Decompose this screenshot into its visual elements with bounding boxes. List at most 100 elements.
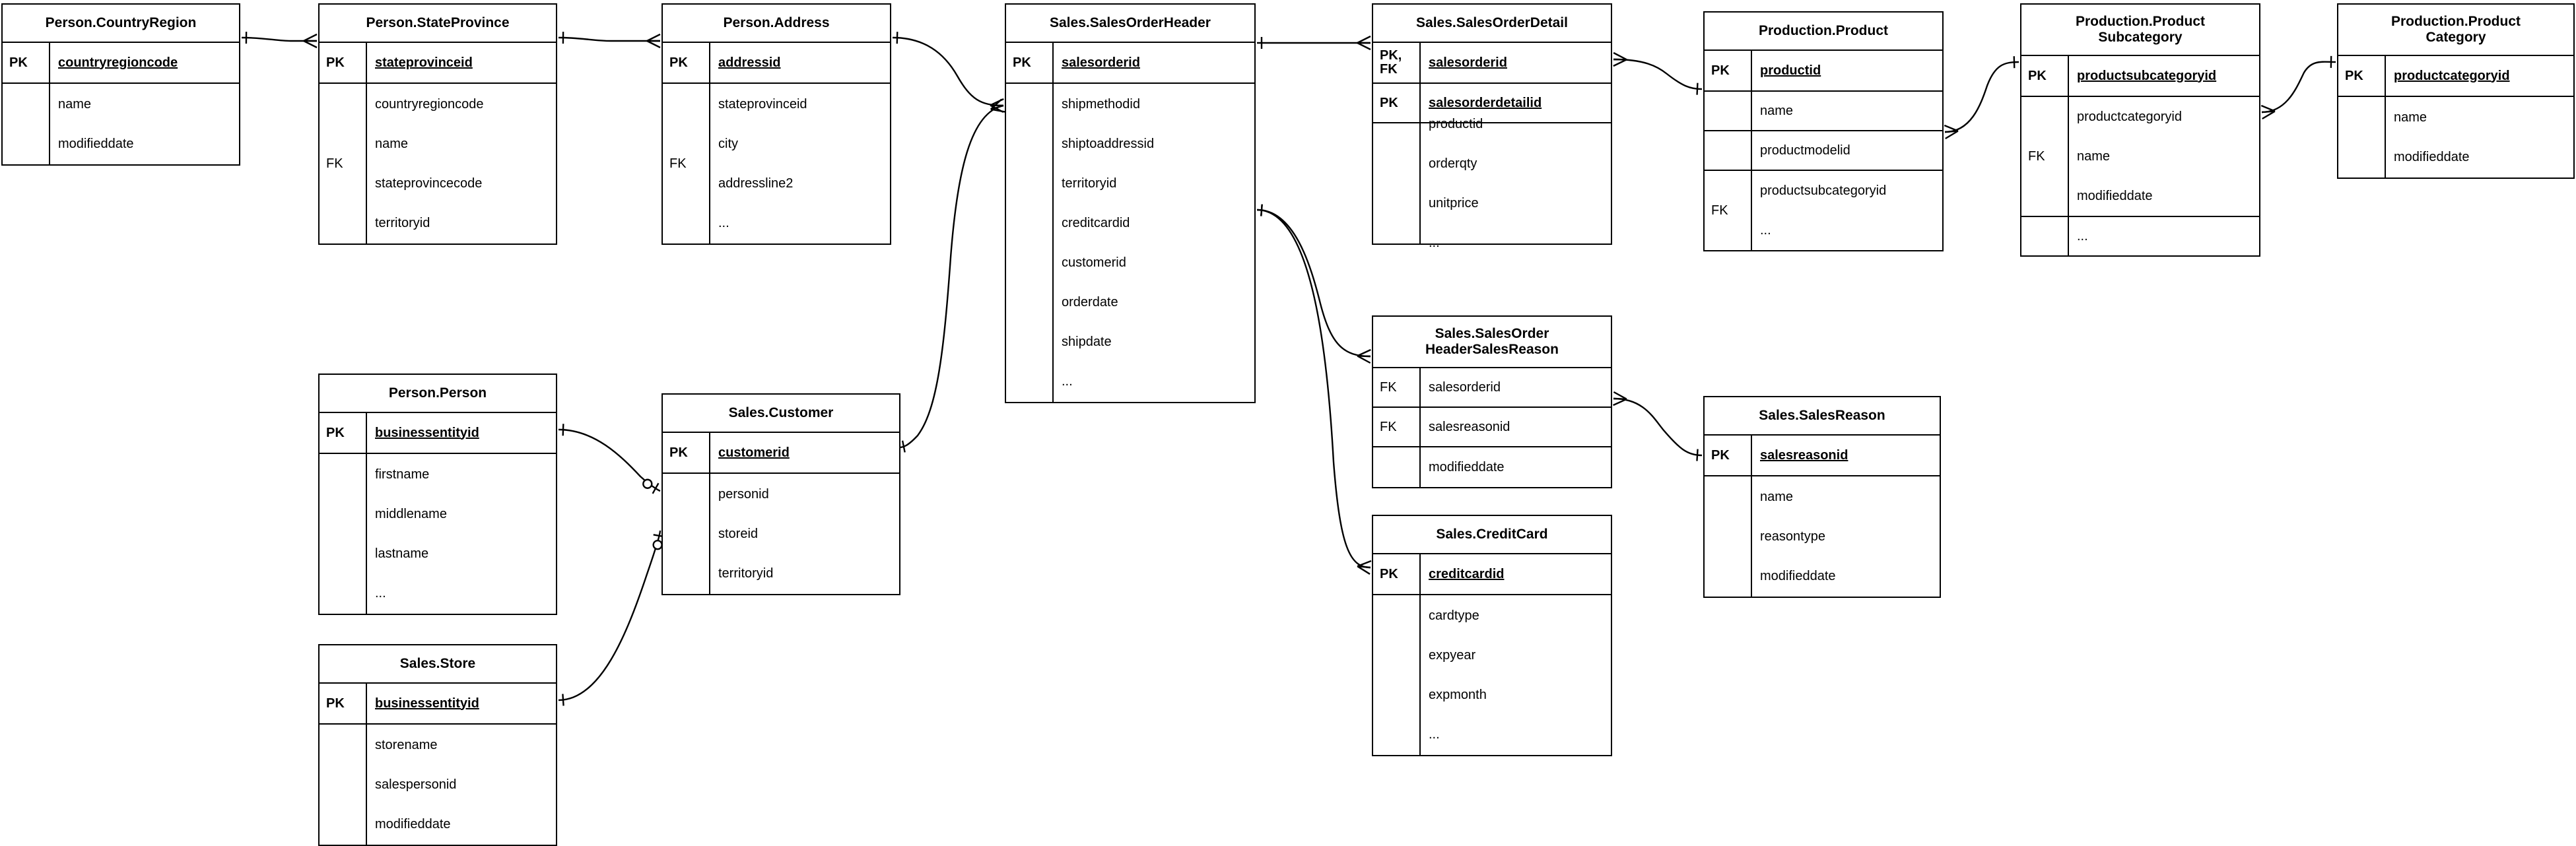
field-name: productid [1429, 117, 1483, 131]
cardinality-one [562, 424, 564, 436]
key-label [320, 454, 366, 614]
key-label: PK [320, 43, 366, 84]
key-label: PK [663, 43, 709, 84]
field-group: productmodelid [1752, 131, 1942, 171]
field-name: shipmethodid [1062, 97, 1140, 112]
field-name-pk: salesorderid [1062, 55, 1140, 70]
cardinality-zero-one [642, 478, 660, 494]
field-name-pk: stateprovinceid [375, 55, 473, 70]
cardinality-one [1260, 204, 1263, 216]
relationship-sohsr-sr [1613, 391, 1703, 461]
field-name: personid [718, 487, 769, 502]
key-label: PK [663, 433, 709, 474]
relationship-prod-psc [1944, 56, 2019, 140]
relationship-ad-soh [892, 32, 1004, 114]
field-group: salesorderid [1421, 43, 1611, 84]
key-label [1705, 131, 1751, 171]
cardinality-many [990, 98, 1006, 113]
cardinality-many [1613, 391, 1627, 407]
cardinality-many [1357, 35, 1371, 51]
cardinality-many [1613, 51, 1627, 67]
relationship-line [558, 530, 661, 701]
field-name: salespersonid [375, 777, 457, 792]
field-name: ... [2077, 228, 2088, 244]
field-name: name [2077, 149, 2111, 164]
entity-title: Person.CountryRegion [3, 5, 239, 43]
field-name: reasontype [1760, 529, 1825, 544]
cardinality-many [2260, 104, 2276, 120]
key-label [2338, 97, 2385, 178]
entity-title: Person.Address [663, 5, 890, 43]
relationship-sp-ad [558, 32, 661, 49]
field-name: orderqty [1429, 156, 1477, 171]
field-name: name [1760, 103, 1794, 118]
relationship-soh-cust [898, 98, 1006, 453]
relationship-line [1256, 209, 1371, 569]
key-label: PK [320, 413, 366, 454]
key-label [663, 474, 709, 594]
relationship-soh-cc [1256, 204, 1372, 575]
entity-title: Sales.SalesReason [1705, 397, 1940, 436]
field-group: countryregioncode [50, 43, 239, 84]
field-name: cardtype [1429, 608, 1479, 623]
relationship-sod-prod [1613, 51, 1703, 95]
key-label: FK [1373, 408, 1419, 447]
cardinality-one [901, 440, 906, 453]
field-group: stateprovinceid [367, 43, 556, 84]
field-name: productsubcategoryid [1760, 183, 1887, 198]
relationship-line [1613, 58, 1703, 90]
key-label: PK [2021, 56, 2068, 97]
relationship-line [898, 104, 1004, 449]
field-name: salesreasonid [1429, 419, 1510, 434]
field-name: creditcardid [1062, 216, 1130, 230]
key-column: PK [2338, 56, 2386, 178]
key-column: PK [1373, 554, 1421, 755]
field-name: modifieddate [375, 817, 451, 831]
relationship-line [558, 428, 661, 492]
field-name: name [375, 137, 409, 151]
field-group: businessentityid [367, 413, 556, 454]
key-label [3, 84, 49, 164]
field-name: ... [1760, 223, 1771, 238]
key-column: PK [1705, 436, 1752, 597]
field-name-pk: productsubcategoryid [2077, 68, 2217, 83]
field-name: countryregioncode [375, 97, 484, 112]
entity-title: Sales.Customer [663, 395, 899, 433]
field-group: creditcardid [1421, 554, 1611, 595]
cardinality-one [1696, 82, 1699, 95]
